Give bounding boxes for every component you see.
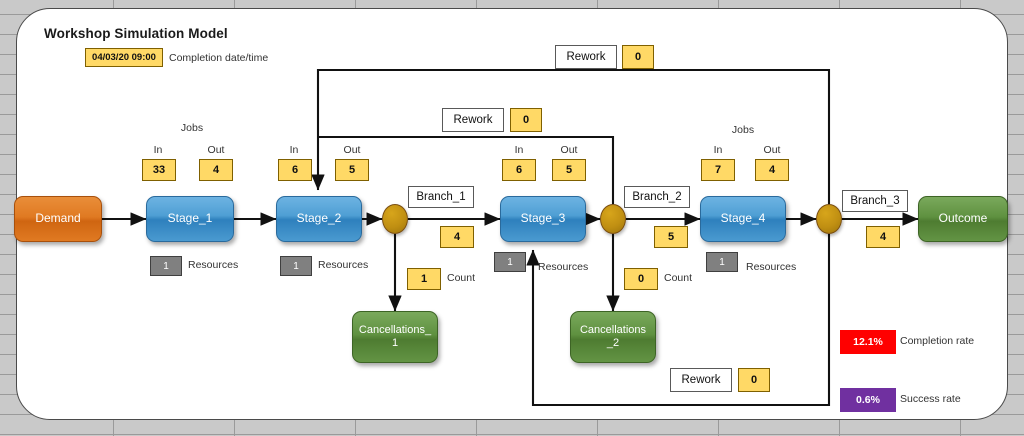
rework-middle-label[interactable]: Rework [442, 108, 504, 132]
branch-3-label[interactable]: Branch_3 [842, 190, 908, 212]
stage-1-resources-value[interactable]: 1 [150, 256, 182, 276]
stage-4-out-value[interactable]: 4 [755, 159, 789, 181]
demand-block[interactable]: Demand [14, 196, 102, 242]
branch-2-value[interactable]: 5 [654, 226, 688, 248]
branch-1-count-value[interactable]: 1 [407, 268, 441, 290]
branch-2-node[interactable] [600, 204, 626, 234]
branch-2-count-value[interactable]: 0 [624, 268, 658, 290]
stage-2-in-label: In [289, 144, 299, 156]
branch-1-label[interactable]: Branch_1 [408, 186, 474, 208]
stage-4-in-label: In [713, 144, 723, 156]
stage-2-in-value[interactable]: 6 [278, 159, 312, 181]
stage-1-block[interactable]: Stage_1 [146, 196, 234, 242]
stage-2-resources-value[interactable]: 1 [280, 256, 312, 276]
completion-rate-value: 12.1% [840, 330, 896, 354]
stage-3-out-label: Out [560, 144, 578, 156]
rework-top-value[interactable]: 0 [622, 45, 654, 69]
stage-3-in-value[interactable]: 6 [502, 159, 536, 181]
branch-2-label[interactable]: Branch_2 [624, 186, 690, 208]
stage-2-out-label: Out [343, 144, 361, 156]
stage-3-in-label: In [514, 144, 524, 156]
branch-3-node[interactable] [816, 204, 842, 234]
stage-3-out-value[interactable]: 5 [552, 159, 586, 181]
success-rate-label: Success rate [900, 393, 961, 405]
stage-4-resources-label: Resources [746, 261, 797, 273]
branch-1-count-label: Count [447, 272, 476, 284]
completion-datetime-label: Completion date/time [169, 52, 269, 64]
cancellations-1-block[interactable]: Cancellations_ 1 [352, 311, 438, 363]
stage-1-in-value[interactable]: 33 [142, 159, 176, 181]
stage-2-block[interactable]: Stage_2 [276, 196, 362, 242]
stage-4-in-value[interactable]: 7 [701, 159, 735, 181]
completion-datetime-value[interactable]: 04/03/20 09:00 [85, 48, 163, 67]
page-title: Workshop Simulation Model [44, 26, 228, 41]
branch-1-value[interactable]: 4 [440, 226, 474, 248]
branch-1-node[interactable] [382, 204, 408, 234]
stage-3-resources-value[interactable]: 1 [494, 252, 526, 272]
branch-3-value[interactable]: 4 [866, 226, 900, 248]
stage-1-out-label: Out [207, 144, 225, 156]
outcome-block[interactable]: Outcome [918, 196, 1008, 242]
rework-bottom-label[interactable]: Rework [670, 368, 732, 392]
stage-4-resources-value[interactable]: 1 [706, 252, 738, 272]
stage-4-jobs-label: Jobs [731, 124, 755, 136]
stage-2-out-value[interactable]: 5 [335, 159, 369, 181]
completion-rate-label: Completion rate [900, 335, 975, 347]
stage-1-resources-label: Resources [188, 259, 239, 271]
stage-1-in-label: In [153, 144, 163, 156]
stage-2-resources-label: Resources [318, 259, 369, 271]
stage-1-jobs-label: Jobs [180, 122, 204, 134]
rework-middle-value[interactable]: 0 [510, 108, 542, 132]
stage-3-resources-label: Resources [538, 261, 589, 273]
rework-top-label[interactable]: Rework [555, 45, 617, 69]
stage-3-block[interactable]: Stage_3 [500, 196, 586, 242]
cancellations-2-block[interactable]: Cancellations _2 [570, 311, 656, 363]
branch-2-count-label: Count [664, 272, 693, 284]
rework-bottom-value[interactable]: 0 [738, 368, 770, 392]
success-rate-value: 0.6% [840, 388, 896, 412]
stage-4-out-label: Out [763, 144, 781, 156]
stage-1-out-value[interactable]: 4 [199, 159, 233, 181]
stage-4-block[interactable]: Stage_4 [700, 196, 786, 242]
